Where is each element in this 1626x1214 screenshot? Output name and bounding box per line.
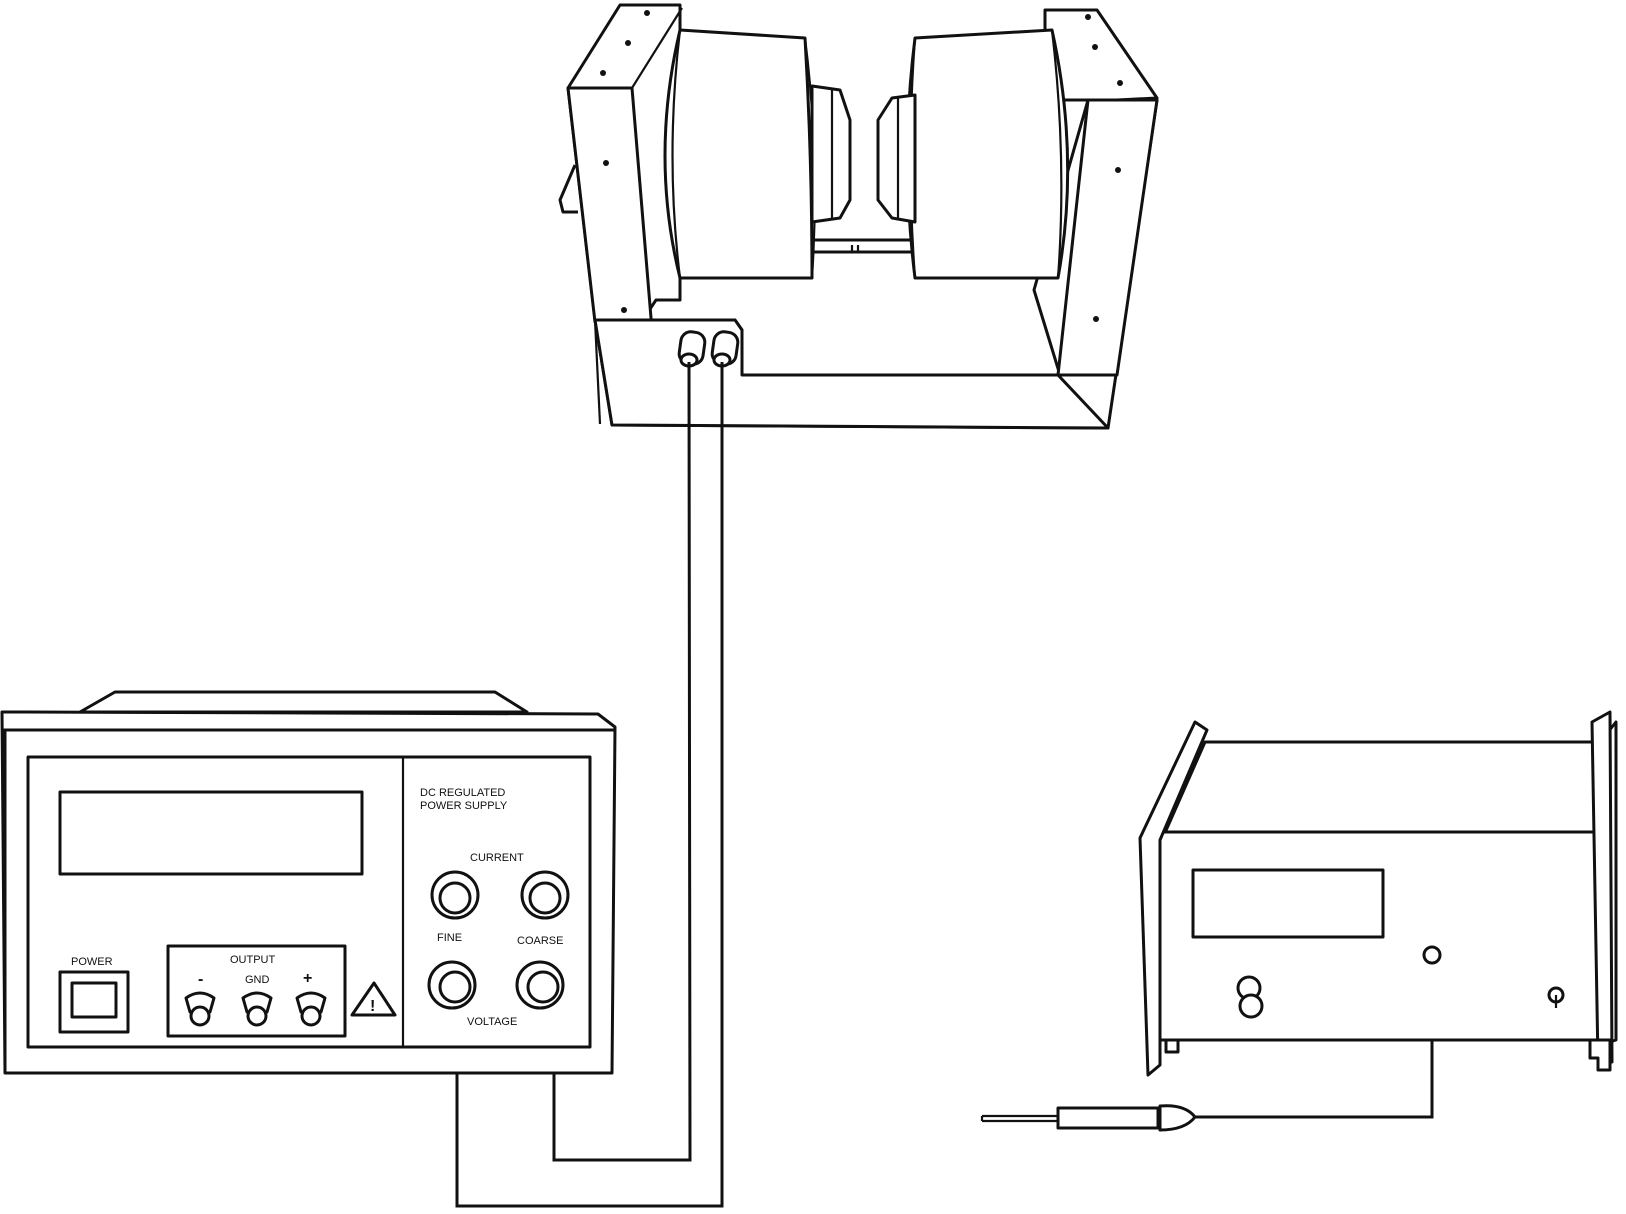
output-gnd-label: GND: [245, 974, 270, 986]
power-label: POWER: [71, 956, 113, 968]
gap-notch: [850, 245, 860, 252]
probe-back: [1158, 1104, 1197, 1132]
voltage-fine-knob[interactable]: [427, 960, 477, 1010]
current-fine-knob[interactable]: [430, 870, 480, 920]
electromagnet-terminals[interactable]: [677, 330, 740, 368]
gaussmeter: [1138, 710, 1618, 1077]
voltage-coarse-knob[interactable]: [515, 960, 565, 1010]
meter-top: [1162, 740, 1599, 837]
electromagnet-base-edge: [593, 319, 602, 425]
svg-text:!: !: [370, 998, 375, 1015]
fine-label: FINE: [437, 932, 462, 944]
output-minus-terminal[interactable]: [184, 991, 216, 1027]
electromagnet-right-pole-piece: [876, 93, 917, 224]
meter-display: [1191, 868, 1385, 939]
power-supply: DC REGULATED POWER SUPPLY CURRENT FINE C…: [0, 690, 617, 1075]
meter-foot-right: [1588, 1038, 1612, 1072]
meter-knob[interactable]: [1236, 975, 1264, 1019]
power-supply-top: [78, 690, 529, 714]
electromagnet-left-tab: [558, 164, 578, 214]
meter-left-flange: [1138, 720, 1209, 1077]
meter-right-flange: [1590, 710, 1614, 1064]
electromagnet-gap-bar: [798, 238, 927, 254]
electromagnet-right-yoke-front: [1056, 98, 1159, 377]
power-supply-display: [58, 790, 364, 876]
power-supply-bezel: [2, 728, 615, 1073]
probe-handle: [1056, 1106, 1160, 1130]
bolt-icon: [1093, 316, 1099, 322]
current-coarse-knob[interactable]: [520, 870, 570, 920]
meter-toggle-switch[interactable]: [1547, 986, 1565, 1008]
output-plus-terminal[interactable]: [295, 991, 327, 1027]
bolt-icon: [603, 160, 609, 166]
output-label: OUTPUT: [230, 954, 276, 966]
output-gnd-terminal[interactable]: [241, 991, 273, 1027]
power-supply-title-line1: DC REGULATED: [420, 787, 505, 799]
electromagnet-base-front: [593, 318, 1110, 430]
bolt-icon: [1117, 80, 1123, 86]
electromagnet: [558, 3, 1159, 430]
current-label: CURRENT: [470, 852, 524, 864]
coarse-label: COARSE: [517, 935, 563, 947]
probe-jack[interactable]: [1422, 945, 1442, 965]
hall-probe[interactable]: [980, 1104, 1197, 1132]
electromagnet-left-yoke-edge: [631, 7, 683, 89]
output-minus-label: -: [198, 971, 203, 988]
electromagnet-right-coil: [906, 28, 1070, 280]
bolt-icon: [621, 307, 627, 313]
power-supply-title-line2: POWER SUPPLY: [420, 800, 508, 812]
bolt-icon: [1092, 44, 1098, 50]
output-plus-label: +: [303, 970, 312, 987]
bolt-icon: [1115, 167, 1121, 173]
electromagnet-left-coil: [663, 28, 814, 280]
power-switch[interactable]: [70, 981, 118, 1019]
bolt-icon: [644, 10, 650, 16]
bolt-icon: [1085, 14, 1091, 20]
coil-edge: [671, 29, 682, 279]
bolt-icon: [600, 70, 606, 76]
bolt-icon: [625, 40, 631, 46]
voltage-label: VOLTAGE: [467, 1016, 517, 1028]
meter-foot-left: [1164, 1038, 1180, 1054]
warning-triangle-icon: !: [350, 981, 397, 1017]
coil-edge: [1050, 29, 1063, 279]
